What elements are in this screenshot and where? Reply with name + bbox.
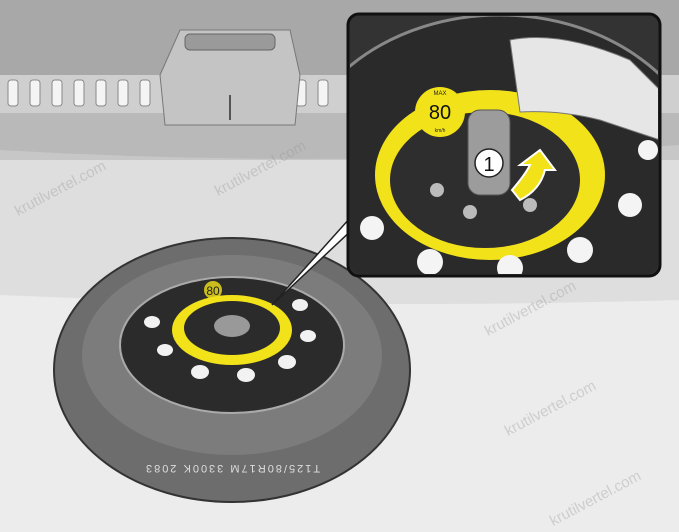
speed-unit-label: km/h	[435, 128, 446, 134]
spare-tire: 80 T125/80R17M 3300K 2083	[53, 237, 411, 503]
rotate-arrow-icon	[510, 148, 557, 202]
speed-label-small: 80	[206, 284, 220, 298]
callout-marker	[474, 148, 504, 178]
tire-sidewall-text: T125/80R17M 3300K 2083	[144, 462, 320, 474]
detail-inset: MAX 80 km/h 1	[346, 12, 662, 278]
callout-number: 1	[483, 154, 494, 176]
speed-max-label: MAX	[433, 91, 446, 97]
speed-value-label: 80	[429, 102, 451, 124]
